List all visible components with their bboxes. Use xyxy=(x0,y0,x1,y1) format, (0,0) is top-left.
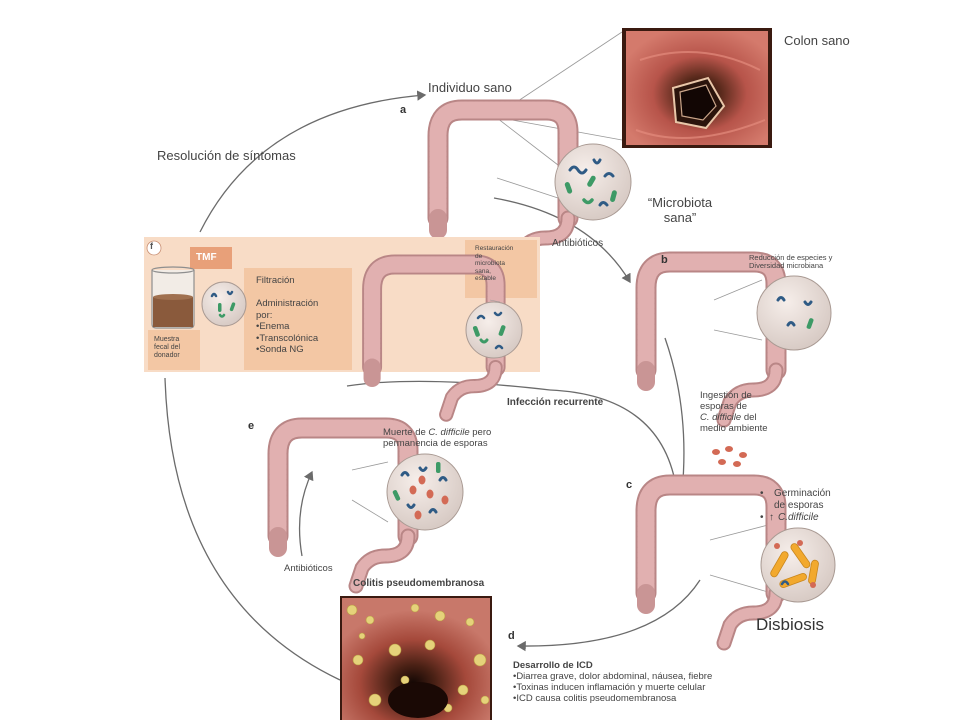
donor-beaker xyxy=(151,266,195,329)
label-muerte-prefix: Muerte de xyxy=(383,427,429,438)
label-ingestion-line4: medio ambiente xyxy=(700,423,768,434)
label-colon-sano: Colon sano xyxy=(784,33,850,48)
arrow-healthy-to-b xyxy=(493,197,631,284)
arrow-up-icon: ↑ xyxy=(769,512,774,523)
arrow-d-to-fmt xyxy=(164,377,341,681)
icd-item-symptoms: •Diarrea grave, dolor abdominal, náusea,… xyxy=(513,671,713,682)
label-ingestion-line2: esporas de xyxy=(700,401,748,412)
label-germinacion-line1: Germinación xyxy=(774,488,831,499)
step-label-d: d xyxy=(508,630,515,642)
fmt-microbiota-circle xyxy=(201,281,247,327)
arrow-recurrent-to-c xyxy=(549,389,680,488)
arrow-c-to-d xyxy=(516,579,701,652)
fmt-donor-line2: fecal del xyxy=(154,344,181,351)
fmt-restoration-line5: estable xyxy=(475,275,496,282)
label-antibioticos-top: Antibióticos xyxy=(552,238,604,249)
fmt-procedure: Filtración Administración por: •Enema •T… xyxy=(256,275,318,356)
fmt-restoration-label: Restauración de microbiota sana, estable xyxy=(475,245,513,283)
label-muerte-line2: permanencia de esporas xyxy=(383,438,488,449)
label-microbiota-line2: sana” xyxy=(663,210,697,225)
arrow-b-to-c xyxy=(664,337,688,494)
arrow-antibiotics-to-e xyxy=(298,470,314,557)
fmt-restored-circle xyxy=(465,301,523,359)
label-ingestion-line1: Ingestión de xyxy=(700,390,752,401)
label-microbiota-line1: “Microbiota xyxy=(647,195,713,210)
icd-title: Desarrollo de ICD xyxy=(513,660,593,671)
fmt-restoration-line2: de xyxy=(475,252,483,260)
microbiota-circle-recurrent xyxy=(386,453,464,531)
fmt-admin-line2: por: xyxy=(256,309,273,321)
fmt-donor-line1: Muestra xyxy=(154,336,180,343)
step-label-e: e xyxy=(248,420,255,432)
label-reduccion-line2: Diversidad microbiana xyxy=(749,261,824,270)
label-disbiosis: Disbiosis xyxy=(756,615,825,634)
colitis-photo xyxy=(340,596,492,720)
label-germinacion-line2: de esporas xyxy=(774,500,824,511)
label-muerte-suffix: pero xyxy=(469,427,492,438)
fmt-restoration-line1: Restauración xyxy=(475,245,514,252)
fmt-restoration-line4: sana, xyxy=(475,267,491,275)
fmt-donor-label: Muestra fecal del donador xyxy=(154,336,180,360)
fmt-filtracion: Filtración xyxy=(256,275,295,286)
label-reduccion-line1: Reducción de especies y xyxy=(749,253,833,262)
label-muerte: Muerte de C. difficile pero permanencia … xyxy=(383,427,491,449)
step-label-c: c xyxy=(626,479,633,491)
label-muerte-species: C. difficile xyxy=(428,427,470,438)
step-label-a: a xyxy=(400,104,407,116)
label-cdiff-increase: C.difficile xyxy=(778,512,819,523)
fmt-admin-line1: Administración xyxy=(256,298,319,309)
label-reduccion: Reducción de especies y Diversidad micro… xyxy=(749,254,832,270)
icd-development-box: Desarrollo de ICD •Diarrea grave, dolor … xyxy=(513,660,712,704)
callout-lines xyxy=(351,31,769,593)
label-infeccion-recurrente: Infección recurrente xyxy=(507,397,604,408)
icd-item-colitis: •ICD causa colitis pseudomembranosa xyxy=(513,693,677,704)
label-microbiota-sana: “Microbiota sana” xyxy=(640,195,720,225)
step-label-b: b xyxy=(661,254,668,266)
label-ingestion-species: C. difficile xyxy=(700,412,742,423)
microbiota-circle-dysbiosis xyxy=(760,527,836,603)
fmt-tag: TMF xyxy=(196,252,217,263)
healthy-colon-photo xyxy=(622,28,772,148)
label-resolucion: Resolución de síntomas xyxy=(157,148,296,163)
fmt-sonda: •Sonda NG xyxy=(256,344,304,355)
fmt-donor-line3: donador xyxy=(154,352,180,359)
step-label-f: f xyxy=(150,241,153,251)
microbiota-circle-healthy xyxy=(554,143,632,221)
cycle-arrows xyxy=(164,90,701,681)
label-ingestion-del: del xyxy=(741,412,757,423)
label-colitis: Colitis pseudomembranosa xyxy=(353,578,485,589)
label-antibioticos-bottom: Antibióticos xyxy=(284,563,333,574)
fmt-restoration-line3: microbiota xyxy=(475,260,505,267)
label-individuo-sano: Individuo sano xyxy=(428,80,512,95)
step-f-badge xyxy=(146,240,162,256)
icd-item-toxins: •Toxinas inducen inflamación y muerte ce… xyxy=(513,682,706,693)
environmental-spores xyxy=(712,446,747,467)
label-ingestion: Ingestión de esporas de C. difficile del… xyxy=(700,390,768,434)
fmt-transcolonica: •Transcolónica xyxy=(256,332,319,344)
microbiota-circle-reduced xyxy=(756,275,832,351)
arrow-resolution-to-healthy xyxy=(199,90,427,233)
fmt-enema: •Enema xyxy=(256,321,290,332)
